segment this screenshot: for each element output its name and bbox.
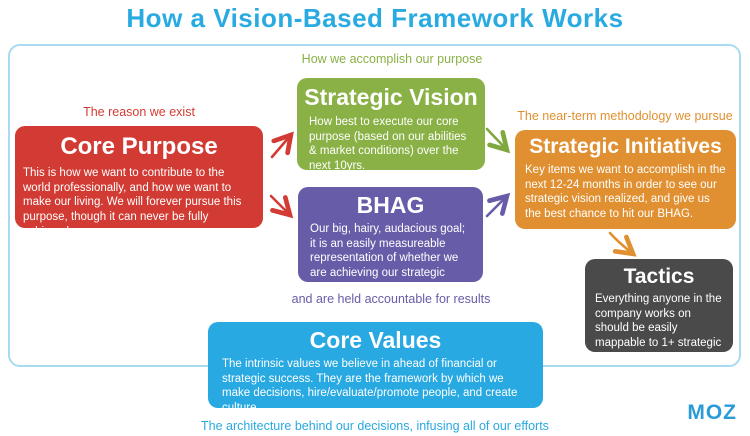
bhag-box: BHAG Our big, hairy, audacious goal; it … <box>298 187 483 294</box>
core-purpose-box: Core Purpose This is how we want to cont… <box>15 126 263 238</box>
tactics-body: Everything anyone in the company works o… <box>595 293 722 364</box>
tactics-box: Tactics Everything anyone in the company… <box>585 259 733 364</box>
tactics-heading: Tactics <box>623 265 695 288</box>
bhag-body: Our big, hairy, audacious goal; it is an… <box>310 223 466 294</box>
core-values-heading: Core Values <box>309 327 442 353</box>
strategic-vision-body: How best to execute our core purpose (ba… <box>309 116 467 173</box>
core-values-body: The intrinsic values we believe in ahead… <box>222 358 518 415</box>
bhag-heading: BHAG <box>356 192 425 218</box>
core-purpose-body: This is how we want to contribute to the… <box>23 167 242 238</box>
core-values-box: Core Values The intrinsic values we beli… <box>208 322 543 414</box>
core-values-annotation: The architecture behind our decisions, i… <box>201 419 549 433</box>
core-purpose-heading: Core Purpose <box>60 133 218 160</box>
strategic-vision-box: Strategic Vision How best to execute our… <box>297 78 485 172</box>
strategic-vision-heading: Strategic Vision <box>304 84 478 110</box>
page-title: How a Vision-Based Framework Works <box>126 3 624 33</box>
strategic-initiatives-body: Key items we want to accomplish in the n… <box>525 164 726 221</box>
moz-logo: MOZ <box>687 401 737 424</box>
strategic-vision-annotation: How we accomplish our purpose <box>301 52 483 66</box>
core-purpose-annotation: The reason we exist <box>83 105 195 119</box>
strategic-initiatives-heading: Strategic Initiatives <box>529 135 722 158</box>
bhag-annotation: and are held accountable for results <box>291 292 491 306</box>
strategic-initiatives-annotation: The near-term methodology we pursue <box>517 109 733 123</box>
strategic-initiatives-box: Strategic Initiatives Key items we want … <box>515 130 736 229</box>
